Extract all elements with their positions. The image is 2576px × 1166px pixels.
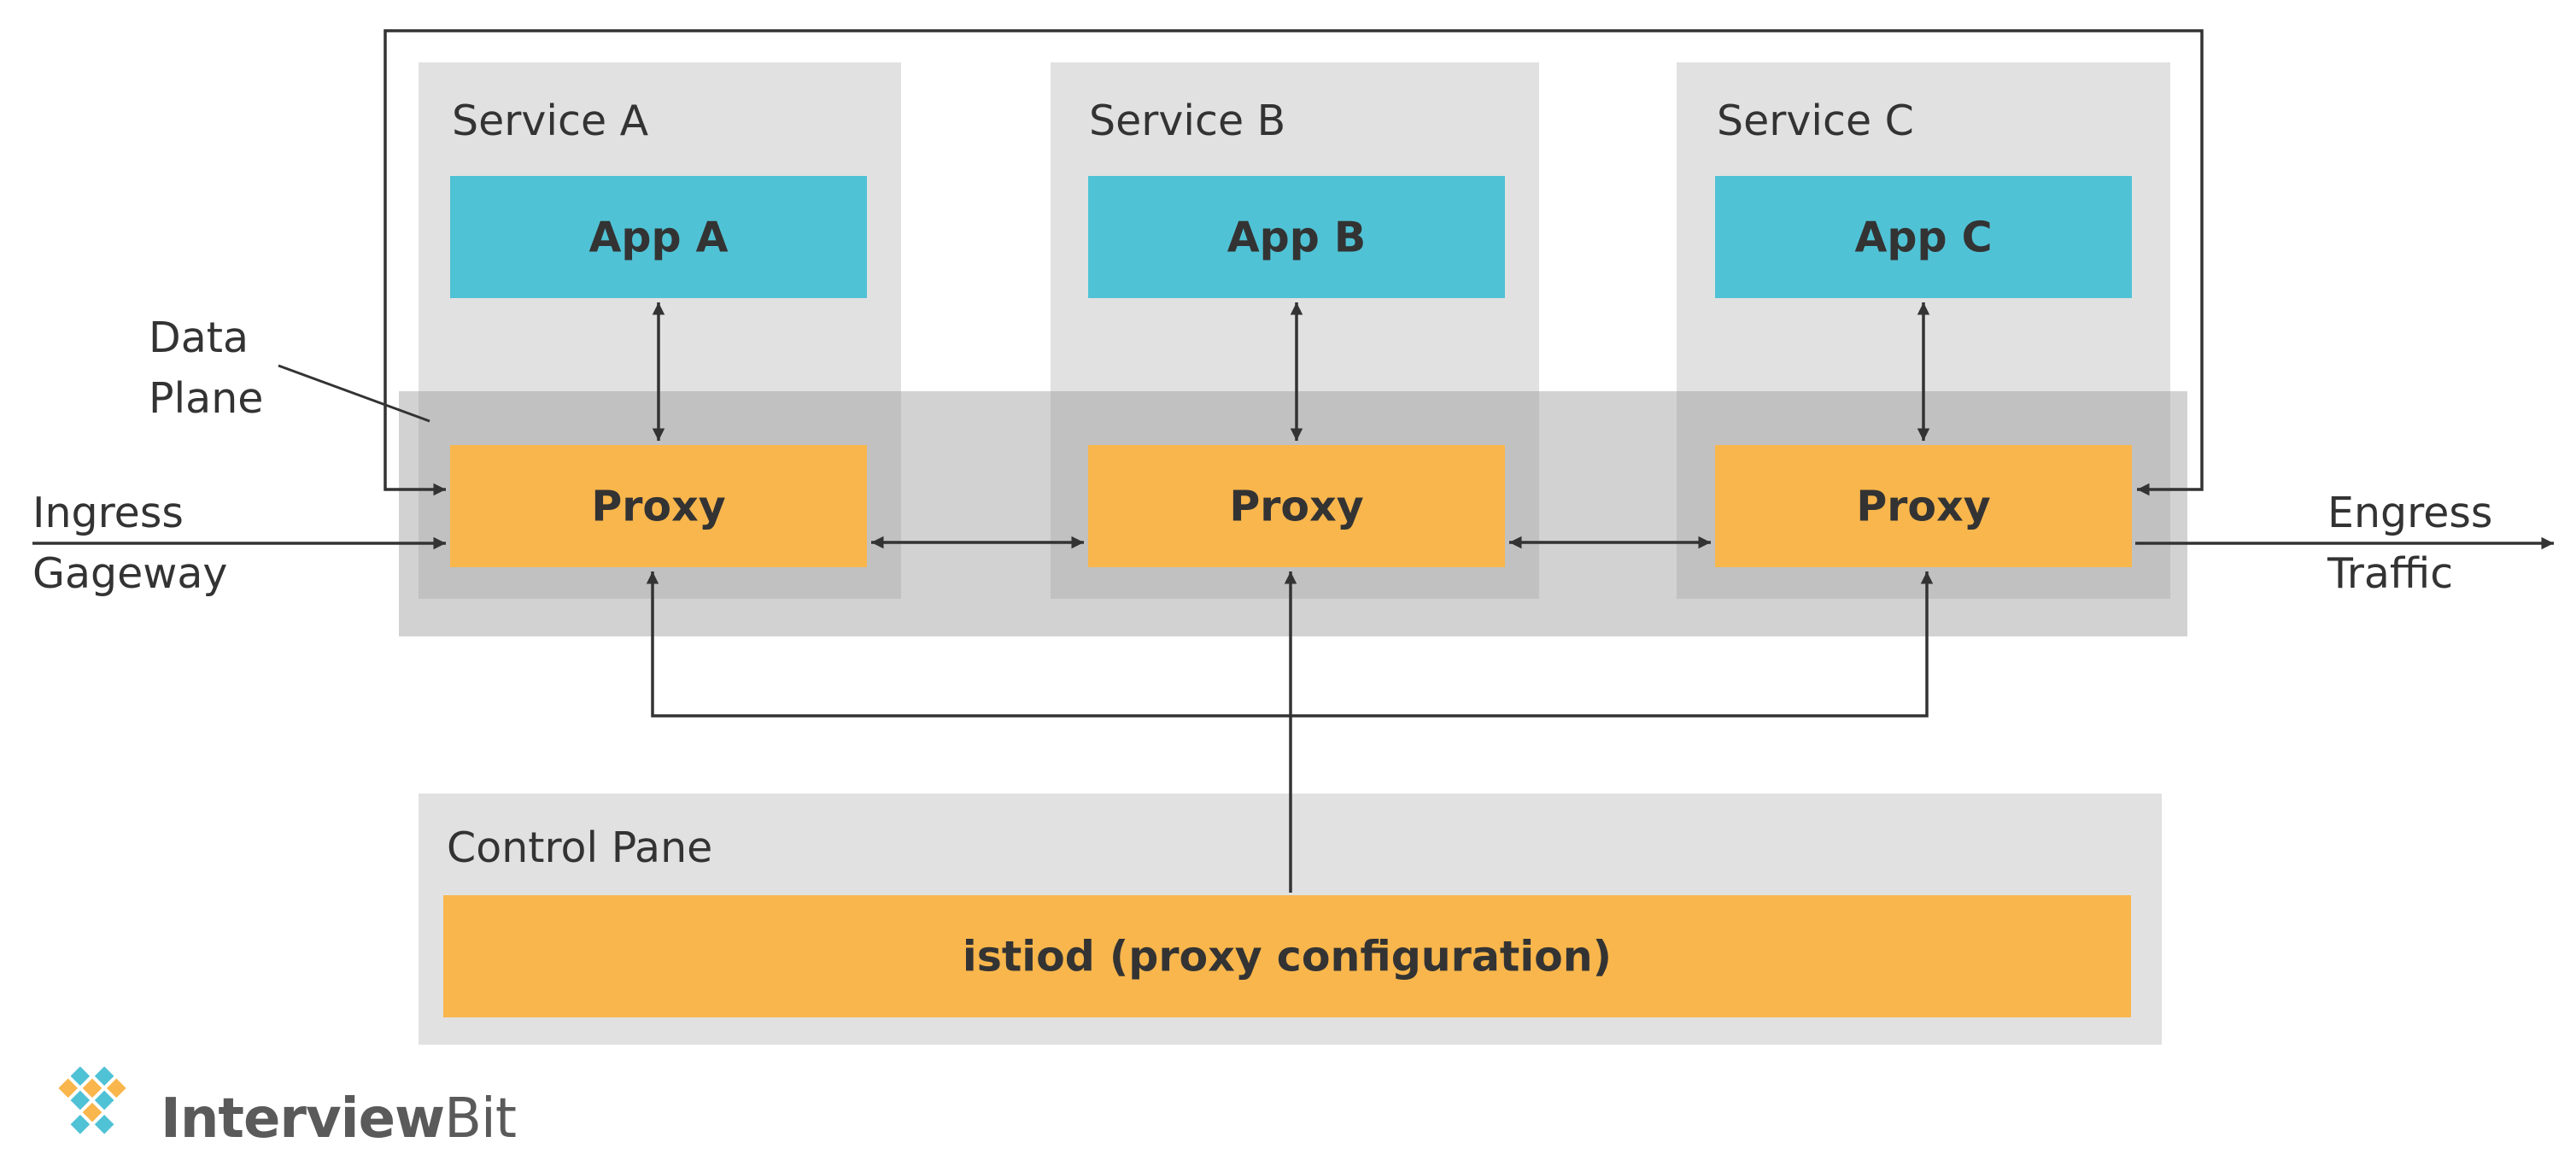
app-c-label: App C — [1854, 213, 1993, 261]
data-plane-label-line2: Plane — [149, 374, 264, 423]
app-b-box: App B — [1088, 176, 1505, 298]
service-b-title: Service B — [1089, 97, 1286, 145]
data-plane-label: Data Plane — [149, 308, 263, 429]
control-plane-title: Control Pane — [447, 823, 713, 872]
service-a-title: Service A — [452, 97, 649, 145]
mesh-loop-connector — [383, 29, 2204, 496]
istiod-box: istiod (proxy configuration) — [443, 895, 2131, 1017]
interviewbit-logo-text: InterviewBit — [161, 1092, 517, 1146]
proxy-a-box: Proxy — [450, 445, 867, 567]
data-plane-leader-line — [278, 364, 430, 423]
app-b-label: App B — [1227, 213, 1367, 261]
app-a-label: App A — [588, 213, 729, 261]
istiod-to-proxy-a-c-bus — [646, 571, 1934, 718]
data-plane-label-line1: Data — [149, 313, 249, 362]
proxy-c-box: Proxy — [1715, 445, 2132, 567]
egress-label-line1: Engress — [2327, 489, 2493, 537]
ingress-label: Ingress Gageway — [32, 483, 227, 604]
app-c-box: App C — [1715, 176, 2132, 298]
ingress-label-line2: Gageway — [32, 549, 228, 598]
egress-label: Engress Traffic — [2327, 483, 2492, 604]
ingress-label-line1: Ingress — [32, 489, 184, 537]
logo-text-bit: Bit — [444, 1087, 517, 1151]
istiod-label: istiod (proxy configuration) — [962, 932, 1613, 981]
service-c-title: Service C — [1717, 97, 1914, 145]
logo-text-interview: Interview — [161, 1087, 445, 1151]
app-a-box: App A — [450, 176, 867, 298]
interviewbit-logo-icon — [58, 1066, 126, 1134]
egress-label-line2: Traffic — [2327, 549, 2454, 598]
